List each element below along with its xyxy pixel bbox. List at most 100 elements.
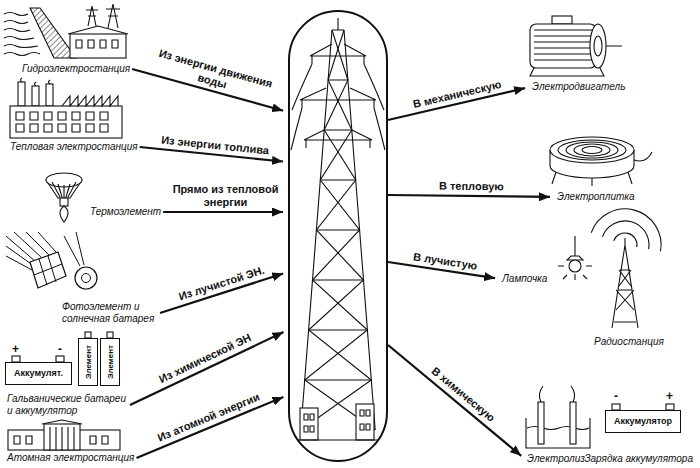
electric-hotplate [550,137,652,186]
arrow-label: В химическую [428,365,496,425]
electric-hotplate [558,140,626,160]
electric-motor [534,30,592,60]
caption-node: Тепловая электростанция [8,140,140,154]
hydro-power-plant [4,13,40,56]
node-text: Фотоэлемент и солнечная батарея [62,301,158,325]
node-text: Гидроэлектростанция [22,63,130,75]
caption-node: Термоэлемент [88,205,163,219]
node-text: Атомная электростанция [7,452,134,464]
caption-node: Радиостанция [592,335,666,349]
lamp [569,260,581,272]
caption-node: Гидроэлектростанция [20,62,132,76]
radio-station [591,209,661,251]
node-text: Электроплитка [557,191,635,203]
electrolysis-bath [539,386,574,402]
terminal-sign: - [614,390,618,402]
hydro-power-plant [30,8,76,58]
electrolysis-bath [526,386,590,448]
electric-motor [530,24,596,68]
thermal-power-plant [62,96,118,106]
node-text: Тепловая электростанция [10,141,138,153]
transmission-tower [300,44,376,140]
transmission-tower [300,408,318,440]
arrow-label: Из энергии топлива [160,133,269,157]
lamp [558,266,592,280]
terminal-sign: + [666,390,673,402]
radio-station [614,270,636,322]
node-text: Аккумулят. [14,368,63,379]
arrow-label: В механическую [411,78,502,111]
energy-arrow [388,195,550,197]
arrow-label: Из энергии движения воды [140,43,287,107]
electric-hotplate [574,144,610,156]
node-text: Термоэлемент [90,206,161,218]
lamp [558,236,592,280]
caption-node: Фотоэлемент и солнечная батарея [60,300,160,326]
energy-arrow [388,345,521,456]
thermal-power-plant [10,78,122,138]
caption-node: Электродвигатель [530,80,627,94]
caption-node: Лампочка [500,272,549,286]
thermoelement [60,206,68,222]
hydro-power-plant [76,40,118,48]
caption-node: Электролиз [525,452,587,466]
photo-cell-and-solar-battery [82,274,91,283]
radio-station [591,209,661,328]
thermal-power-plant [10,106,122,138]
arrow-label: В тепловую [439,180,504,194]
transmission-tower [304,410,370,432]
transmission-tower [301,18,375,430]
arrow-label: Прямо из тепловой энергии [171,183,280,209]
transmission-tower [305,80,372,380]
hydro-power-plant [86,4,120,28]
node-text: Электролиз [527,453,585,465]
photo-cell-and-solar-battery [34,256,62,285]
nuclear-power-plant [42,420,82,424]
node-text: Элемент [106,345,115,379]
photo-cell-and-solar-battery [75,267,97,289]
nuclear-power-plant [14,436,108,444]
node-text: Лампочка [502,273,547,285]
terminal-sign: + [12,343,19,355]
cell-box: Элемент [100,338,120,386]
thermoelement [60,198,68,206]
photo-cell-and-solar-battery [6,232,97,289]
lamp [567,256,583,260]
electric-motor [530,16,622,76]
battery-box: Аккумулятор [605,410,681,433]
node-text: Электродвигатель [532,81,625,93]
battery-box: Аккумулят. [5,362,72,385]
transmission-tower [291,18,385,440]
transmission-tower [302,56,374,148]
caption-node: Электроплитка [555,190,637,204]
energy-arrow [130,332,284,405]
transmission-tower [305,30,376,430]
hydro-power-plant [68,26,128,34]
electrolysis-bath [570,402,576,444]
electric-hotplate [550,137,634,163]
transmission-tower [301,30,372,430]
electric-hotplate [552,152,652,186]
electric-motor [590,24,606,68]
node-text: Зарядка аккумулятора [584,453,693,465]
electric-motor [594,36,602,56]
electrolysis-bath [526,418,590,448]
electric-motor [552,16,572,24]
node-text: Гальванические батареи и аккумулятор [7,393,128,417]
lamp [574,236,575,256]
transmission-tower [356,404,374,440]
radio-station [612,238,638,328]
electric-motor [530,46,622,76]
node-text: Радиостанция [594,336,664,348]
thermoelement [46,173,82,222]
thermal-power-plant [32,86,39,106]
arrow-label: Из лучистой ЭН. [177,264,266,304]
electric-hotplate [582,147,602,154]
caption-node: Атомная электростанция [5,451,136,465]
caption-node: Гальванические батареи и аккумулятор [5,392,130,418]
hydro-power-plant [4,4,128,58]
arrow-label: В лучистую [413,250,479,273]
electrolysis-bath [538,402,544,444]
